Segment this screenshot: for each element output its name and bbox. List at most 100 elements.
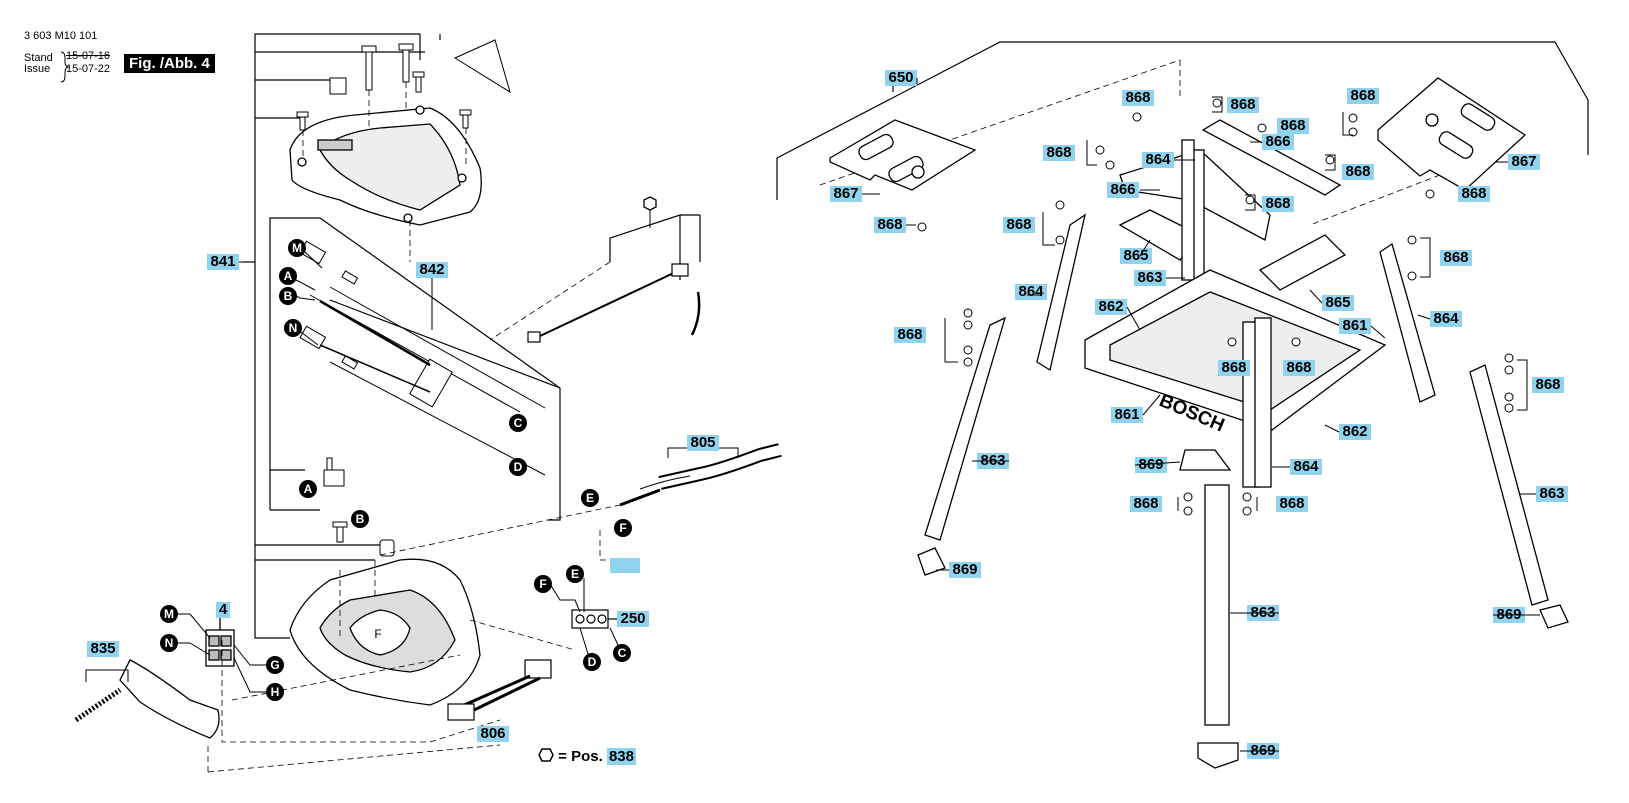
svg-text:865: 865 — [1325, 294, 1350, 311]
svg-text:C: C — [514, 416, 523, 430]
svg-text:868: 868 — [1046, 144, 1071, 161]
svg-text:868: 868 — [1443, 249, 1468, 266]
label-868-n: 868 — [1283, 359, 1315, 376]
svg-text:G: G — [270, 658, 279, 672]
svg-text:862: 862 — [1098, 298, 1123, 315]
svg-text:650: 650 — [888, 69, 913, 86]
label-864-top: 864 — [1142, 151, 1174, 168]
svg-text:835: 835 — [90, 640, 115, 657]
top-plate-right — [1377, 77, 1527, 191]
left-group-frame — [242, 33, 561, 639]
callout-h-switch: H — [266, 683, 284, 701]
legend-number: 838 — [606, 748, 636, 765]
svg-text:861: 861 — [1114, 406, 1139, 423]
svg-text:F: F — [374, 627, 381, 641]
label-863-top: 863 — [1134, 269, 1166, 286]
svg-text:868: 868 — [1279, 495, 1304, 512]
legend-text: = Pos. — [558, 748, 603, 765]
label-250: 250 — [617, 610, 649, 627]
label-868-c: 868 — [1227, 96, 1259, 113]
svg-text:868: 868 — [897, 326, 922, 343]
svg-text:M: M — [164, 607, 174, 621]
svg-text:867: 867 — [833, 185, 858, 202]
svg-text:869: 869 — [1138, 456, 1163, 473]
callout-d-panel: D — [509, 458, 527, 476]
hexagon-icon — [538, 748, 554, 762]
label-868-q: 868 — [1276, 495, 1308, 512]
label-867-left: 867 — [830, 185, 862, 202]
callout-c-term: C — [613, 644, 631, 662]
svg-text:868: 868 — [1133, 495, 1158, 512]
callout-b-top: B — [279, 287, 297, 305]
label-861-right: 861 — [1339, 317, 1371, 334]
callout-a-mid: A — [299, 480, 317, 498]
label-868-p: 868 — [1130, 495, 1162, 512]
label-869-left: 869 — [949, 561, 981, 578]
terminal-block — [571, 609, 618, 629]
svg-text:868: 868 — [1280, 117, 1305, 134]
label-4: 4 — [216, 601, 230, 618]
svg-text:H: H — [271, 685, 280, 699]
label-868-l: 868 — [894, 326, 926, 343]
issue-date: 15-07-22 — [66, 63, 111, 75]
label-861-left: 861 — [1111, 406, 1143, 423]
power-cord — [599, 443, 782, 561]
label-864-lower: 864 — [1290, 458, 1322, 475]
svg-text:N: N — [289, 321, 298, 335]
svg-text:B: B — [356, 512, 365, 526]
label-863-right: 863 — [1536, 485, 1568, 502]
label-869-mid: 869 — [1135, 456, 1167, 473]
svg-text:C: C — [618, 646, 627, 660]
callout-g-switch: G — [266, 656, 284, 674]
stand-frame: BOSCH — [1084, 119, 1387, 769]
svg-text:866: 866 — [1265, 133, 1290, 150]
handle-part — [74, 659, 220, 739]
svg-text:842: 842 — [419, 261, 444, 278]
svg-text:250: 250 — [620, 610, 645, 627]
callout-e-cord: E — [581, 489, 599, 507]
callout-m-switch: M — [160, 605, 178, 623]
svg-text:868: 868 — [1230, 96, 1255, 113]
svg-text:861: 861 — [1342, 317, 1367, 334]
svg-text:863: 863 — [1539, 485, 1564, 502]
label-868-h: 868 — [1262, 195, 1294, 212]
svg-text:868: 868 — [1125, 89, 1150, 106]
label-868-g: 868 — [1342, 163, 1374, 180]
label-842: 842 — [416, 261, 448, 278]
svg-text:A: A — [284, 269, 293, 283]
label-868-e: 868 — [1277, 117, 1309, 134]
svg-text:865: 865 — [1123, 247, 1148, 264]
callout-b-mid: B — [351, 510, 369, 528]
label-864-left: 864 — [1015, 283, 1047, 300]
label-868-d: 868 — [1347, 87, 1379, 104]
svg-text:868: 868 — [1345, 163, 1370, 180]
nut-parts — [917, 98, 1514, 516]
svg-text:F: F — [619, 521, 626, 535]
callout-n-top: N — [284, 319, 302, 337]
svg-text:864: 864 — [1145, 151, 1171, 168]
callout-markers: M A B N C D A B E F F E C D M N G H — [160, 239, 632, 701]
label-864-right: 864 — [1430, 310, 1462, 327]
callout-f-cord: F — [614, 519, 632, 537]
switch-part — [205, 616, 235, 667]
cable-806 — [447, 659, 552, 721]
svg-text:863: 863 — [1137, 269, 1162, 286]
legend: = Pos. 838 — [538, 748, 636, 765]
svg-text:A: A — [304, 482, 313, 496]
label-868-j: 868 — [1003, 216, 1035, 233]
label-865-right: 865 — [1322, 294, 1354, 311]
svg-text:868: 868 — [1006, 216, 1031, 233]
svg-text:868: 868 — [1286, 359, 1311, 376]
stand-label: Stand — [24, 52, 53, 64]
label-868-i: 868 — [1458, 185, 1490, 202]
callout-n-switch: N — [160, 634, 178, 652]
callout-f-term: F — [534, 575, 552, 593]
label-868-o: 868 — [1532, 376, 1564, 393]
wiring-panel — [299, 240, 546, 476]
svg-text:805: 805 — [690, 434, 715, 451]
svg-text:868: 868 — [1265, 195, 1290, 212]
svg-text:868: 868 — [1221, 359, 1246, 376]
svg-text:F: F — [539, 577, 546, 591]
label-835: 835 — [87, 640, 119, 657]
